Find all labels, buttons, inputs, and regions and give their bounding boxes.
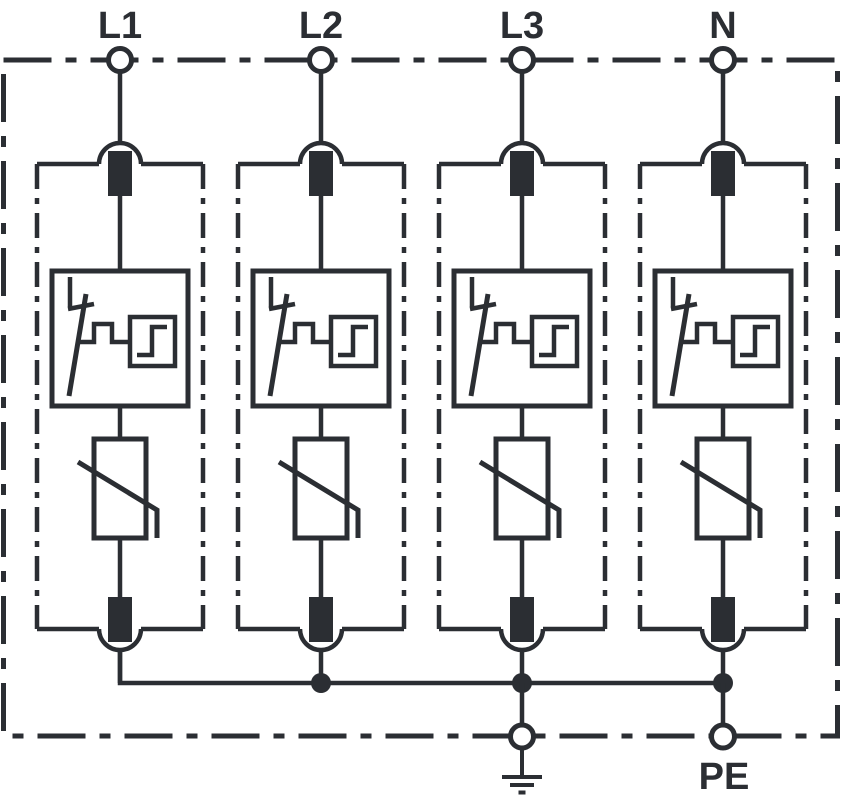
device-border xyxy=(1,57,840,739)
earth-ground-icon xyxy=(502,748,542,795)
terminal-label-pe: PE xyxy=(699,756,750,798)
terminal-label-l1: L1 xyxy=(98,5,142,47)
terminal-label-l3: L3 xyxy=(500,5,544,47)
earth-terminal-circle xyxy=(508,722,536,751)
terminal-label-n: N xyxy=(709,5,736,47)
bus-junction-dot-l2 xyxy=(311,673,331,693)
pe-terminal-circle xyxy=(709,722,737,751)
terminal-label-l2: L2 xyxy=(299,5,343,47)
